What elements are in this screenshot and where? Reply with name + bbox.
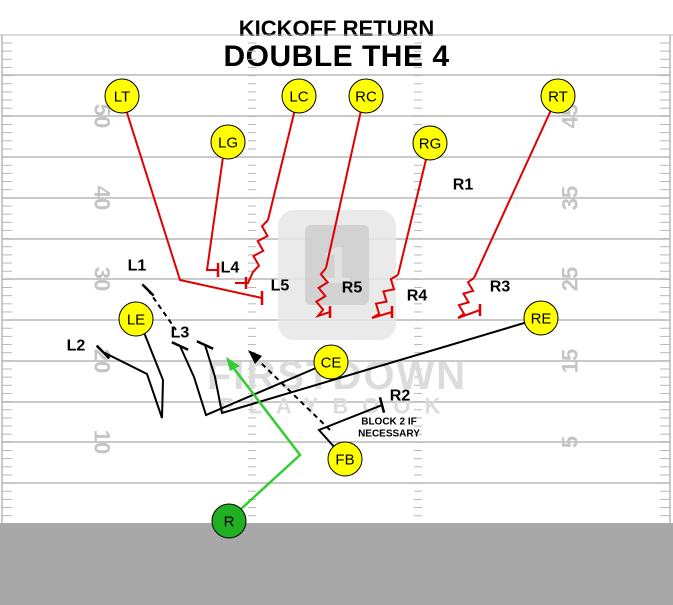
player-rt: RT: [540, 78, 576, 114]
yard-number-right: 25: [558, 267, 583, 291]
label-r3: R3: [490, 279, 511, 296]
player-label: RC: [355, 89, 377, 106]
player-label: RE: [531, 311, 552, 328]
player-lc: LC: [281, 78, 317, 114]
dashed-l1-l3: [147, 289, 177, 331]
player-le: LE: [118, 301, 154, 337]
route-lc-zig: [235, 219, 269, 284]
label-r4: R4: [407, 288, 428, 305]
player-lg: LG: [210, 124, 246, 160]
route-lg: [205, 142, 226, 271]
label-l4: L4: [221, 260, 240, 277]
player-label: RG: [419, 136, 442, 153]
label-l3: L3: [171, 325, 190, 342]
player-marker: [210, 124, 246, 160]
player-re: RE: [523, 300, 559, 336]
route-rc-zig: [314, 267, 331, 319]
player-label: LG: [218, 135, 238, 152]
note-line-2: NECESSARY: [358, 429, 420, 440]
player-label: LC: [289, 89, 308, 106]
label-r5: R5: [342, 280, 363, 297]
player-marker: [327, 441, 363, 477]
player-lt: LT: [104, 78, 140, 114]
route-lt: [121, 96, 263, 299]
yard-number-right: 15: [558, 349, 583, 373]
diagram-title: KICKOFF RETURN: [238, 16, 435, 41]
player-rg: RG: [412, 125, 448, 161]
block-cap-le: [95, 344, 111, 360]
label-l1: L1: [128, 258, 147, 275]
player-label: LE: [127, 312, 145, 329]
watermark-logo-inner: [305, 225, 369, 305]
player-marker: [118, 301, 154, 337]
block-cap-l1: [141, 283, 155, 297]
play-name: DOUBLE THE 4: [223, 40, 450, 73]
yard-number-left: 10: [90, 430, 115, 454]
player-marker: [412, 125, 448, 161]
route-rc: [325, 96, 365, 269]
player-label: LT: [114, 89, 130, 106]
player-marker: [104, 78, 140, 114]
route-lc: [267, 96, 299, 221]
player-marker: [281, 78, 317, 114]
players: LT LC RC RT LG RG LE CE RE FB R: [104, 78, 576, 539]
player-marker: [348, 78, 384, 114]
route-ce: [179, 345, 331, 417]
yard-number-right: 5: [558, 436, 583, 448]
block-cap-ce-l3: [171, 341, 189, 351]
arrowhead-green: [226, 357, 240, 371]
player-fb: FB: [327, 441, 363, 477]
player-rc: RC: [348, 78, 384, 114]
player-ce: CE: [313, 344, 349, 380]
player-label: RT: [548, 89, 568, 106]
player-label: R: [224, 514, 235, 531]
note-line-1: BLOCK 2 IF: [361, 417, 417, 428]
player-marker: [540, 78, 576, 114]
block-cap-fb: [378, 396, 386, 414]
end-zone-area: [0, 523, 673, 605]
arrowhead-black: [248, 350, 262, 364]
player-marker: [313, 344, 349, 380]
yard-number-right: 35: [558, 186, 583, 210]
route-rg-zig: [371, 274, 399, 319]
watermark: 1FIRSTDOWNPLAYBOOK: [207, 210, 465, 419]
dashed-fb-arrow: [259, 361, 331, 431]
label-r1: R1: [453, 177, 474, 194]
route-le: [102, 319, 165, 419]
block-cap-re-l3: [196, 340, 214, 350]
player-label: FB: [335, 452, 354, 469]
label-l2: L2: [67, 338, 86, 355]
player-marker: [523, 300, 559, 336]
yard-number-left: 30: [90, 267, 115, 291]
route-rt-zig: [457, 277, 481, 319]
yard-number-left: 40: [90, 186, 115, 210]
yard-number-left: 20: [90, 349, 115, 373]
player-marker: [211, 503, 247, 539]
label-l5: L5: [271, 278, 290, 295]
returner-path: [228, 365, 302, 521]
player-label: CE: [321, 355, 342, 372]
player-r: R: [211, 503, 247, 539]
route-rt: [473, 96, 558, 279]
route-rg: [397, 142, 431, 276]
label-r2: R2: [390, 388, 411, 405]
route-re: [204, 317, 542, 415]
